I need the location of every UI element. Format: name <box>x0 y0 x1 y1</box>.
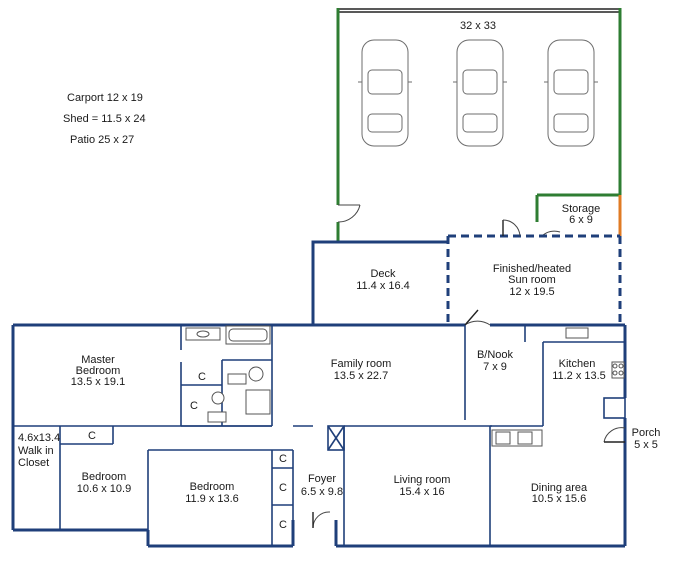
sink-2-icon <box>227 373 247 385</box>
sunroom-name-line1: Finished/heated <box>493 263 571 275</box>
note-patio: Patio 25 x 27 <box>70 134 134 146</box>
bedroom-mid-name: Bedroom <box>190 481 235 493</box>
car-3-icon <box>544 39 598 147</box>
bedroom-left-dims: 10.6 x 10.9 <box>77 483 131 495</box>
house-walls <box>11 309 627 548</box>
bathroom-fixtures <box>185 325 271 423</box>
sunroom-dims: 12 x 19.5 <box>509 286 554 298</box>
deck-dims: 11.4 x 16.4 <box>356 280 410 292</box>
car-2-icon <box>453 39 507 147</box>
storage-dims: 6 x 9 <box>569 214 593 226</box>
toilet-2-icon <box>211 391 225 405</box>
kitchen-fixtures <box>491 327 625 447</box>
bnook-dims: 7 x 9 <box>483 361 507 373</box>
porch-dims: 5 x 5 <box>634 439 658 451</box>
dining-area-dims: 10.5 x 15.6 <box>532 493 586 505</box>
family-room-dims: 13.5 x 22.7 <box>334 370 388 382</box>
kitchen-sink-icon <box>565 327 589 339</box>
bnook-name: B/Nook <box>477 349 514 361</box>
bedroom-left-name: Bedroom <box>82 471 127 483</box>
master-bedroom-name-line2: Bedroom <box>76 365 121 377</box>
note-shed: Shed = 11.5 x 24 <box>63 113 146 125</box>
family-room-name: Family room <box>331 358 392 370</box>
interior-walls <box>13 325 626 546</box>
master-bedroom-dims: 13.5 x 19.1 <box>71 376 125 388</box>
closet-label: C <box>190 400 198 412</box>
kitchen-dims: 11.2 x 13.5 <box>552 370 606 382</box>
closet-label: C <box>198 371 206 383</box>
garage-dims: 32 x 33 <box>460 20 496 32</box>
porch-name: Porch <box>632 427 661 439</box>
walkin-closet-name-line2: Closet <box>18 457 49 469</box>
storage-name: Storage <box>562 203 601 215</box>
kitchen-name: Kitchen <box>559 358 596 370</box>
toilet-icon <box>248 366 264 382</box>
note-carport: Carport 12 x 19 <box>67 92 143 104</box>
walkin-closet-name-line1: Walk in <box>18 445 54 457</box>
deck-name: Deck <box>370 268 396 280</box>
room-storage: Storage 6 x 9 <box>541 203 601 237</box>
foyer-name: Foyer <box>308 473 336 485</box>
sunroom-name-line2: Sun room <box>508 274 556 286</box>
master-bedroom-name-line1: Master <box>81 354 115 366</box>
room-sunroom: Finished/heated Sun room 12 x 19.5 <box>446 219 622 325</box>
foyer-dims: 6.5 x 9.8 <box>301 486 343 498</box>
shower-icon <box>245 389 271 415</box>
closet-label: C <box>279 453 287 465</box>
closet-label: C <box>279 482 287 494</box>
walkin-closet-dims: 4.6x13.4 <box>18 432 60 444</box>
living-room-name: Living room <box>394 474 451 486</box>
closet-label: C <box>279 519 287 531</box>
car-1-icon <box>358 39 412 147</box>
bedroom-mid-dims: 11.9 x 13.6 <box>185 493 239 505</box>
room-deck: Deck 11.4 x 16.4 <box>311 240 448 325</box>
closet-label: C <box>88 430 96 442</box>
living-room-dims: 15.4 x 16 <box>399 486 444 498</box>
dining-area-name: Dining area <box>531 482 588 494</box>
